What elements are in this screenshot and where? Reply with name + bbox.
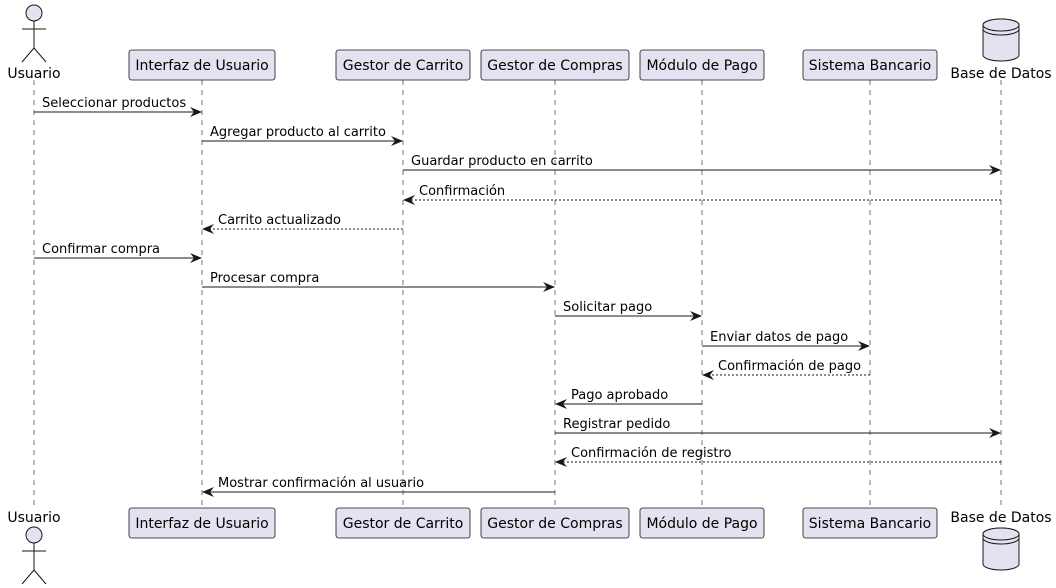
message-label-13: Confirmación de registro [571, 446, 732, 461]
participant-label-top-banco: Sistema Bancario [809, 58, 931, 74]
participant-label-top-interfaz: Interfaz de Usuario [135, 58, 268, 74]
participant-label-bottom-bd: Base de Datos [950, 510, 1051, 526]
database-rim [982, 28, 1020, 36]
participant-label-bottom-carrito: Gestor de Carrito [343, 516, 464, 532]
participant-box-bottom-banco [802, 507, 938, 539]
database-icon [982, 527, 1020, 571]
message-label-7: Procesar compra [210, 271, 319, 286]
participant-box-top-interfaz [128, 49, 276, 81]
message-label-1: Seleccionar productos [42, 96, 186, 111]
message-label-6: Confirmar compra [42, 242, 160, 257]
participant-label-bottom-usuario: Usuario [7, 510, 60, 526]
participant-box-bottom-interfaz [128, 507, 276, 539]
actor-figure [21, 526, 47, 585]
message-label-10: Confirmación de pago [718, 359, 861, 374]
participant-label-bottom-interfaz: Interfaz de Usuario [135, 516, 268, 532]
message-label-4: Confirmación [419, 184, 505, 199]
participant-box-top-banco [802, 49, 938, 81]
participant-label-top-compras: Gestor de Compras [487, 58, 622, 74]
participant-label-top-usuario: Usuario [7, 66, 60, 82]
message-label-2: Agregar producto al carrito [210, 125, 386, 140]
message-label-5: Carrito actualizado [218, 213, 341, 228]
participant-label-top-bd: Base de Datos [950, 66, 1051, 82]
participant-box-top-pago [639, 49, 765, 81]
database-icon [982, 18, 1020, 62]
database-rim [982, 537, 1020, 545]
participant-box-bottom-pago [639, 507, 765, 539]
message-label-14: Mostrar confirmación al usuario [218, 476, 424, 491]
participant-box-bottom-carrito [335, 507, 471, 539]
message-label-11: Pago aprobado [571, 388, 668, 403]
database-top [982, 18, 1020, 32]
message-label-12: Registrar pedido [563, 417, 670, 432]
participant-box-bottom-compras [480, 507, 630, 539]
participant-box-top-carrito [335, 49, 471, 81]
message-label-8: Solicitar pago [563, 300, 652, 315]
database-top [982, 527, 1020, 541]
participant-label-bottom-banco: Sistema Bancario [809, 516, 931, 532]
actor-head [25, 4, 43, 22]
actor-leg-left [21, 47, 35, 63]
participant-label-top-carrito: Gestor de Carrito [343, 58, 464, 74]
actor-head [25, 526, 43, 544]
participant-label-top-pago: Módulo de Pago [646, 58, 757, 74]
actor-leg-right [33, 47, 47, 63]
participant-label-bottom-pago: Módulo de Pago [646, 516, 757, 532]
participant-label-bottom-compras: Gestor de Compras [487, 516, 622, 532]
message-label-9: Enviar datos de pago [710, 330, 848, 345]
participant-box-top-compras [480, 49, 630, 81]
actor-leg-left [21, 569, 35, 585]
actor-figure [21, 4, 47, 63]
message-label-3: Guardar producto en carrito [411, 154, 593, 169]
actor-leg-right [33, 569, 47, 585]
